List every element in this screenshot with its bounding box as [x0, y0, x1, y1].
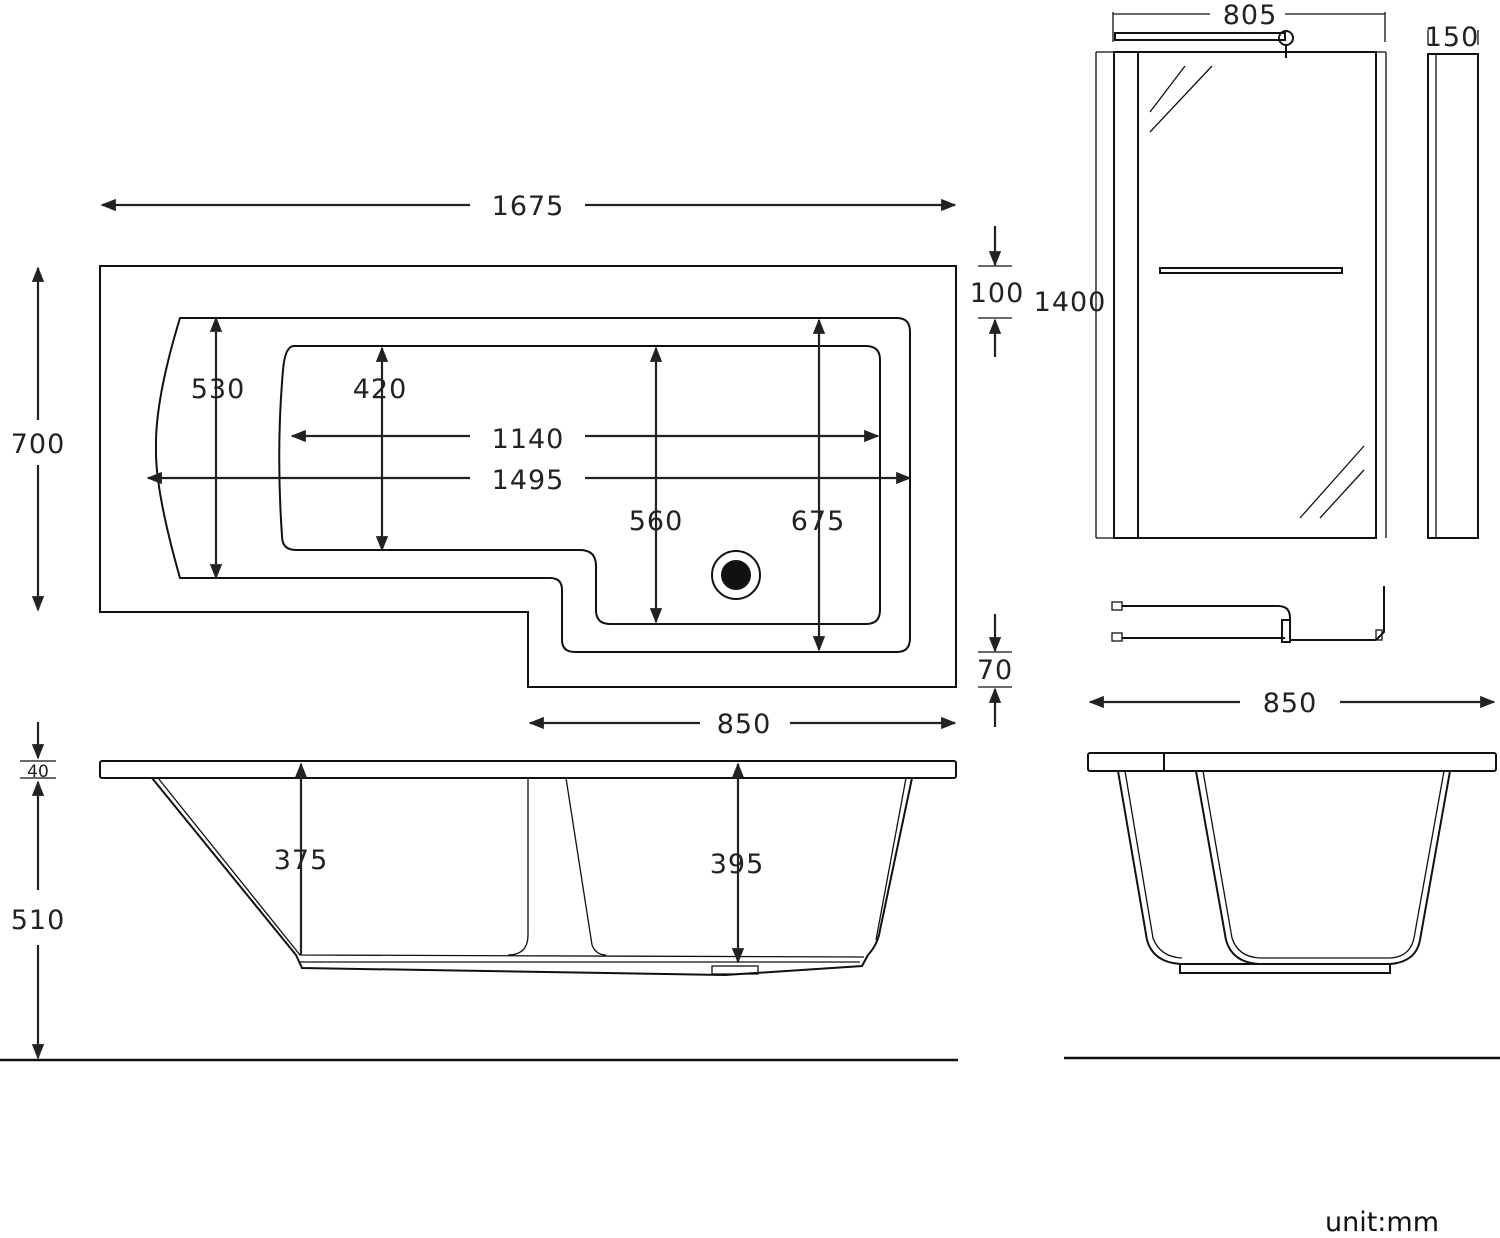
- dim-rim-step: 70: [977, 655, 1013, 686]
- dim-depth-end: 375: [274, 845, 329, 876]
- dim-depth-main: 395: [710, 849, 765, 880]
- shower-screen-side: [1427, 30, 1479, 539]
- unit-label: unit:mm: [1325, 1207, 1439, 1238]
- end-view: [1064, 752, 1500, 1060]
- dim-rim-top: 100: [970, 278, 1025, 309]
- dim-overall-width: 700: [11, 429, 66, 460]
- dim-overall-length: 1675: [492, 191, 565, 222]
- dim-end-width: 530: [191, 374, 246, 405]
- dim-basin-end-width: 420: [353, 374, 408, 405]
- plan-view: [99, 265, 957, 688]
- dim-inner-width: 675: [791, 506, 846, 537]
- dim-height: 510: [11, 905, 66, 936]
- dim-basin-width: 560: [629, 506, 684, 537]
- side-dimension-lines: [20, 722, 745, 1060]
- dim-end-view-width: 850: [1263, 688, 1318, 719]
- side-view: [0, 760, 958, 1062]
- dim-screen-width: 805: [1223, 0, 1278, 31]
- dim-basin-length: 1140: [492, 424, 565, 455]
- dim-screen-depth: 150: [1425, 22, 1480, 53]
- dim-screen-height: 1400: [1034, 287, 1107, 318]
- dim-inner-rim-length: 1495: [492, 465, 565, 496]
- dim-shower-section: 850: [717, 709, 772, 740]
- shower-screen-front: [1095, 12, 1387, 539]
- dim-rim-thickness: 40: [27, 762, 49, 782]
- plan-dimension-lines: [31, 198, 1012, 730]
- shower-screen-plan: [1111, 586, 1385, 643]
